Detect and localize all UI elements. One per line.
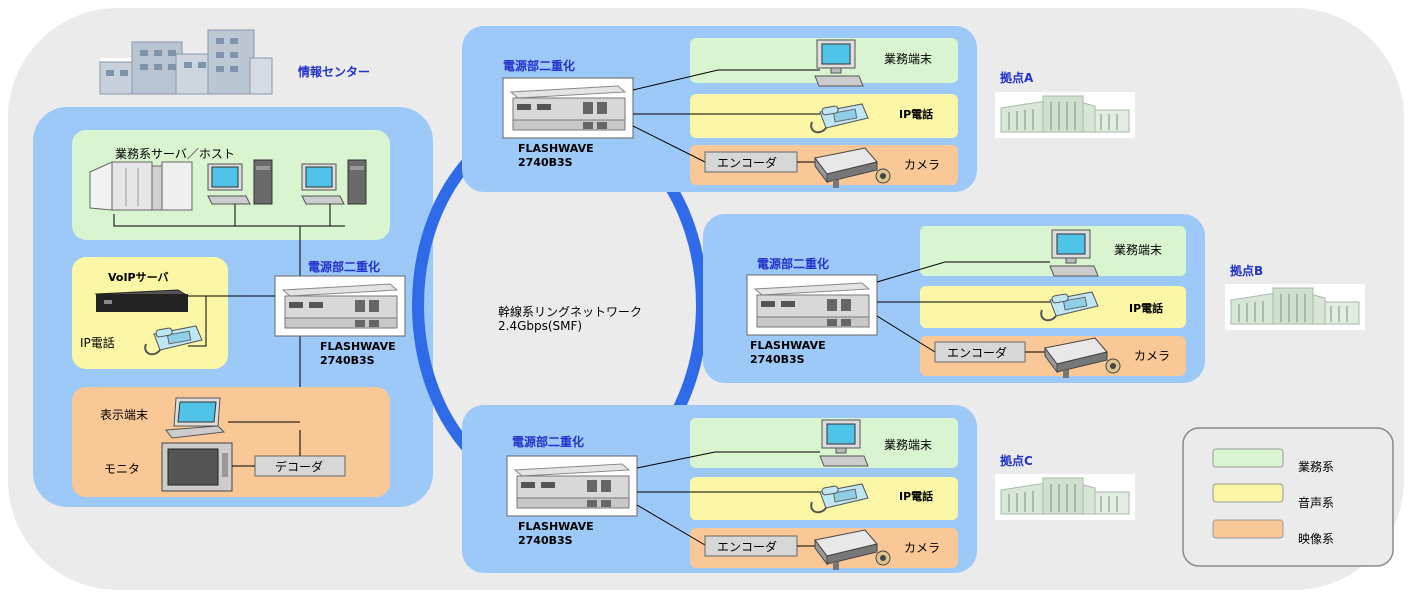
legend-swatch-video — [1212, 519, 1284, 539]
laptop-icon — [165, 397, 226, 439]
legend-swatch-business — [1212, 448, 1284, 468]
site-a-encoder-label: エンコーダ — [717, 155, 777, 170]
site-a-name: 拠点A — [1000, 70, 1034, 85]
site-c-phone-label: IP電話 — [899, 489, 933, 503]
legend-swatch-voice — [1212, 483, 1284, 503]
voip-server-label: VoIPサーバ — [108, 271, 169, 284]
site-a-power-label: 電源部二重化 — [503, 58, 575, 73]
site-b-router-icon — [746, 274, 878, 336]
monitor-label: モニタ — [104, 462, 140, 476]
site-b-device-name: FLASHWAVE — [750, 339, 826, 352]
site-b-terminal-label: 業務端末 — [1114, 243, 1162, 257]
site-c-device-name: FLASHWAVE — [518, 520, 594, 533]
legend-label-business: 業務系 — [1298, 460, 1334, 474]
site-a-terminal-label: 業務端末 — [884, 52, 932, 66]
site-c-encoder-label: エンコーダ — [717, 539, 777, 554]
center-ip-phone-label: IP電話 — [80, 335, 115, 350]
site-b-camera-label: カメラ — [1134, 349, 1170, 363]
site-b-building-icon — [1224, 283, 1366, 331]
site-a-camera-label: カメラ — [904, 158, 940, 172]
legend-label-video: 映像系 — [1298, 532, 1334, 546]
decoder-label: デコーダ — [275, 459, 323, 474]
ring-label: 幹線系リングネットワーク — [498, 304, 642, 319]
site-b-name: 拠点B — [1230, 263, 1263, 278]
city-buildings-icon — [99, 29, 273, 95]
site-a-device-name: FLASHWAVE — [518, 142, 594, 155]
site-a-building-icon — [994, 91, 1136, 139]
site-b-encoder-label: エンコーダ — [947, 345, 1007, 360]
site-c-camera-label: カメラ — [904, 541, 940, 555]
server-workstation-icon — [207, 159, 273, 205]
monitor-icon — [161, 442, 233, 492]
site-b-power-label: 電源部二重化 — [757, 256, 829, 271]
site-c-power-label: 電源部二重化 — [512, 434, 584, 449]
site-c-router-icon — [506, 455, 638, 517]
center-device-name: FLASHWAVE — [320, 340, 396, 353]
center-router-icon — [274, 275, 406, 337]
site-c-device-model: 2740B3S — [518, 534, 573, 547]
server-workstation-icon — [301, 159, 367, 205]
display-terminal-label: 表示端末 — [100, 408, 148, 422]
site-c-building-icon — [994, 473, 1136, 521]
center-device-model: 2740B3S — [320, 354, 375, 367]
center-title: 情報センター — [298, 64, 370, 79]
site-b-device-model: 2740B3S — [750, 353, 805, 366]
site-c-name: 拠点C — [1000, 453, 1033, 468]
business-servers-label: 業務系サーバ／ホスト — [115, 147, 235, 161]
legend-label-voice: 音声系 — [1298, 495, 1334, 510]
site-a-phone-label: IP電話 — [899, 107, 933, 121]
site-c-terminal-label: 業務端末 — [884, 438, 932, 452]
ring-speed: 2.4Gbps(SMF) — [498, 319, 582, 333]
site-a-router-icon — [502, 77, 634, 139]
voip-server-icon — [94, 289, 190, 312]
server-bus-line — [113, 214, 345, 227]
host-server-icon — [89, 161, 193, 211]
site-b-phone-label: IP電話 — [1129, 301, 1163, 315]
site-a-device-model: 2740B3S — [518, 156, 573, 169]
center-power-label: 電源部二重化 — [308, 259, 380, 274]
